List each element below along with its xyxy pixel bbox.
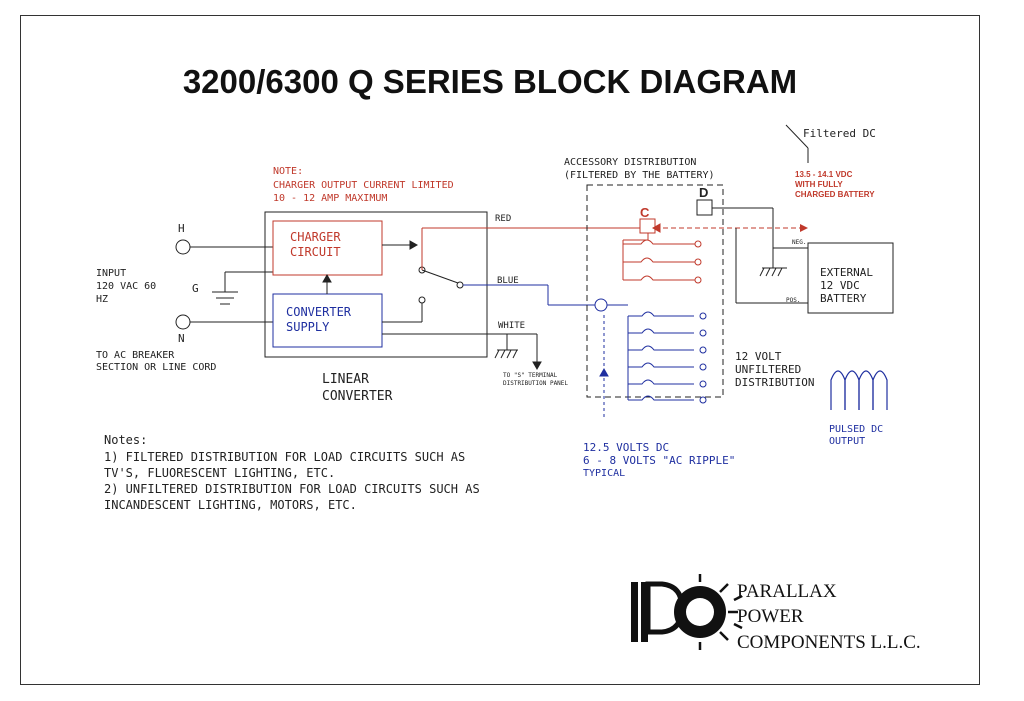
- c-label: C: [640, 205, 650, 220]
- input-line1: INPUT: [96, 268, 126, 279]
- blue-wire-label: BLUE: [497, 276, 519, 286]
- unfiltered-line2: UNFILTERED: [735, 363, 801, 376]
- terminal-label-1: TO "S" TERMINAL: [503, 372, 558, 379]
- supply-label-2: SUPPLY: [286, 320, 330, 334]
- unfiltered-line1: 12 VOLT: [735, 350, 782, 363]
- battery-line2: 12 VDC: [820, 279, 860, 292]
- pulsed-line2: OUTPUT: [829, 436, 865, 447]
- note-2a: 2) UNFILTERED DISTRIBUTION FOR LOAD CIRC…: [104, 482, 480, 496]
- filtered-fuse-group: [622, 233, 702, 284]
- charger-label-1: CHARGER: [290, 230, 341, 244]
- red-wire-label: RED: [495, 214, 511, 224]
- linear-label-1: LINEAR: [322, 372, 369, 387]
- battery-line1: EXTERNAL: [820, 266, 873, 279]
- filtered-v1: 13.5 - 14.1 VDC: [795, 170, 853, 179]
- ripple-line2: 6 - 8 VOLTS "AC RIPPLE": [583, 454, 735, 467]
- accessory-distribution-panel: [586, 184, 724, 398]
- white-wire-label: WHITE: [498, 321, 525, 331]
- filtered-v3: CHARGED BATTERY: [795, 190, 875, 199]
- n-terminal: [175, 314, 191, 330]
- n-label: N: [178, 332, 185, 345]
- ripple-line1: 12.5 VOLTS DC: [583, 441, 669, 454]
- accessory-line1: ACCESSORY DISTRIBUTION: [564, 157, 696, 168]
- notes-heading: Notes:: [104, 433, 147, 447]
- ripple-line3: TYPICAL: [583, 468, 625, 479]
- input-line3: HZ: [96, 294, 108, 305]
- d-label: D: [699, 185, 708, 200]
- page-title: 3200/6300 Q SERIES BLOCK DIAGRAM: [183, 63, 797, 100]
- h-terminal: [175, 239, 191, 255]
- note-line1: CHARGER OUTPUT CURRENT LIMITED: [273, 180, 454, 191]
- linear-label-2: CONVERTER: [322, 389, 393, 404]
- filtered-dc-label: Filtered DC: [803, 127, 876, 140]
- ac-breaker-line1: TO AC BREAKER: [96, 350, 175, 361]
- external-battery-box: [807, 242, 894, 314]
- g-label: G: [192, 282, 199, 295]
- battery-pos-label: POS.: [786, 297, 800, 304]
- c-terminal: [639, 218, 656, 234]
- logo-line1: PARALLAX: [737, 581, 837, 602]
- logo-line3: COMPONENTS L.L.C.: [737, 632, 921, 653]
- battery-neg-label: NEG.: [792, 239, 806, 246]
- filtered-v2: WITH FULLY: [795, 180, 843, 189]
- diagram-sheet: [20, 15, 980, 685]
- pulsed-line1: PULSED DC: [829, 424, 883, 435]
- input-line2: 120 VAC 60: [96, 281, 156, 292]
- charger-label-2: CIRCUIT: [290, 245, 341, 259]
- note-2b: INCANDESCENT LIGHTING, MOTORS, ETC.: [104, 498, 357, 512]
- parallax-logo: PARALLAX POWER COMPONENTS L.L.C.: [631, 574, 921, 653]
- h-label: H: [178, 222, 185, 235]
- d-terminal: [696, 199, 713, 216]
- ac-breaker-line2: SECTION OR LINE CORD: [96, 362, 216, 373]
- unfiltered-fuse-group: [607, 304, 707, 404]
- terminal-label-2: DISTRIBUTION PANEL: [503, 380, 568, 387]
- note-1a: 1) FILTERED DISTRIBUTION FOR LOAD CIRCUI…: [104, 450, 465, 464]
- supply-label-1: CONVERTER: [286, 305, 352, 319]
- logo-line2: POWER: [737, 606, 804, 627]
- battery-line3: BATTERY: [820, 292, 867, 305]
- pulsed-dc-waveform: [830, 370, 888, 410]
- blue-junction: [594, 298, 608, 312]
- note-label: NOTE:: [273, 166, 303, 177]
- note-line2: 10 - 12 AMP MAXIMUM: [273, 193, 387, 204]
- accessory-line2: (FILTERED BY THE BATTERY): [564, 170, 715, 181]
- note-1b: TV'S, FLUORESCENT LIGHTING, ETC.: [104, 466, 335, 480]
- unfiltered-line3: DISTRIBUTION: [735, 376, 814, 389]
